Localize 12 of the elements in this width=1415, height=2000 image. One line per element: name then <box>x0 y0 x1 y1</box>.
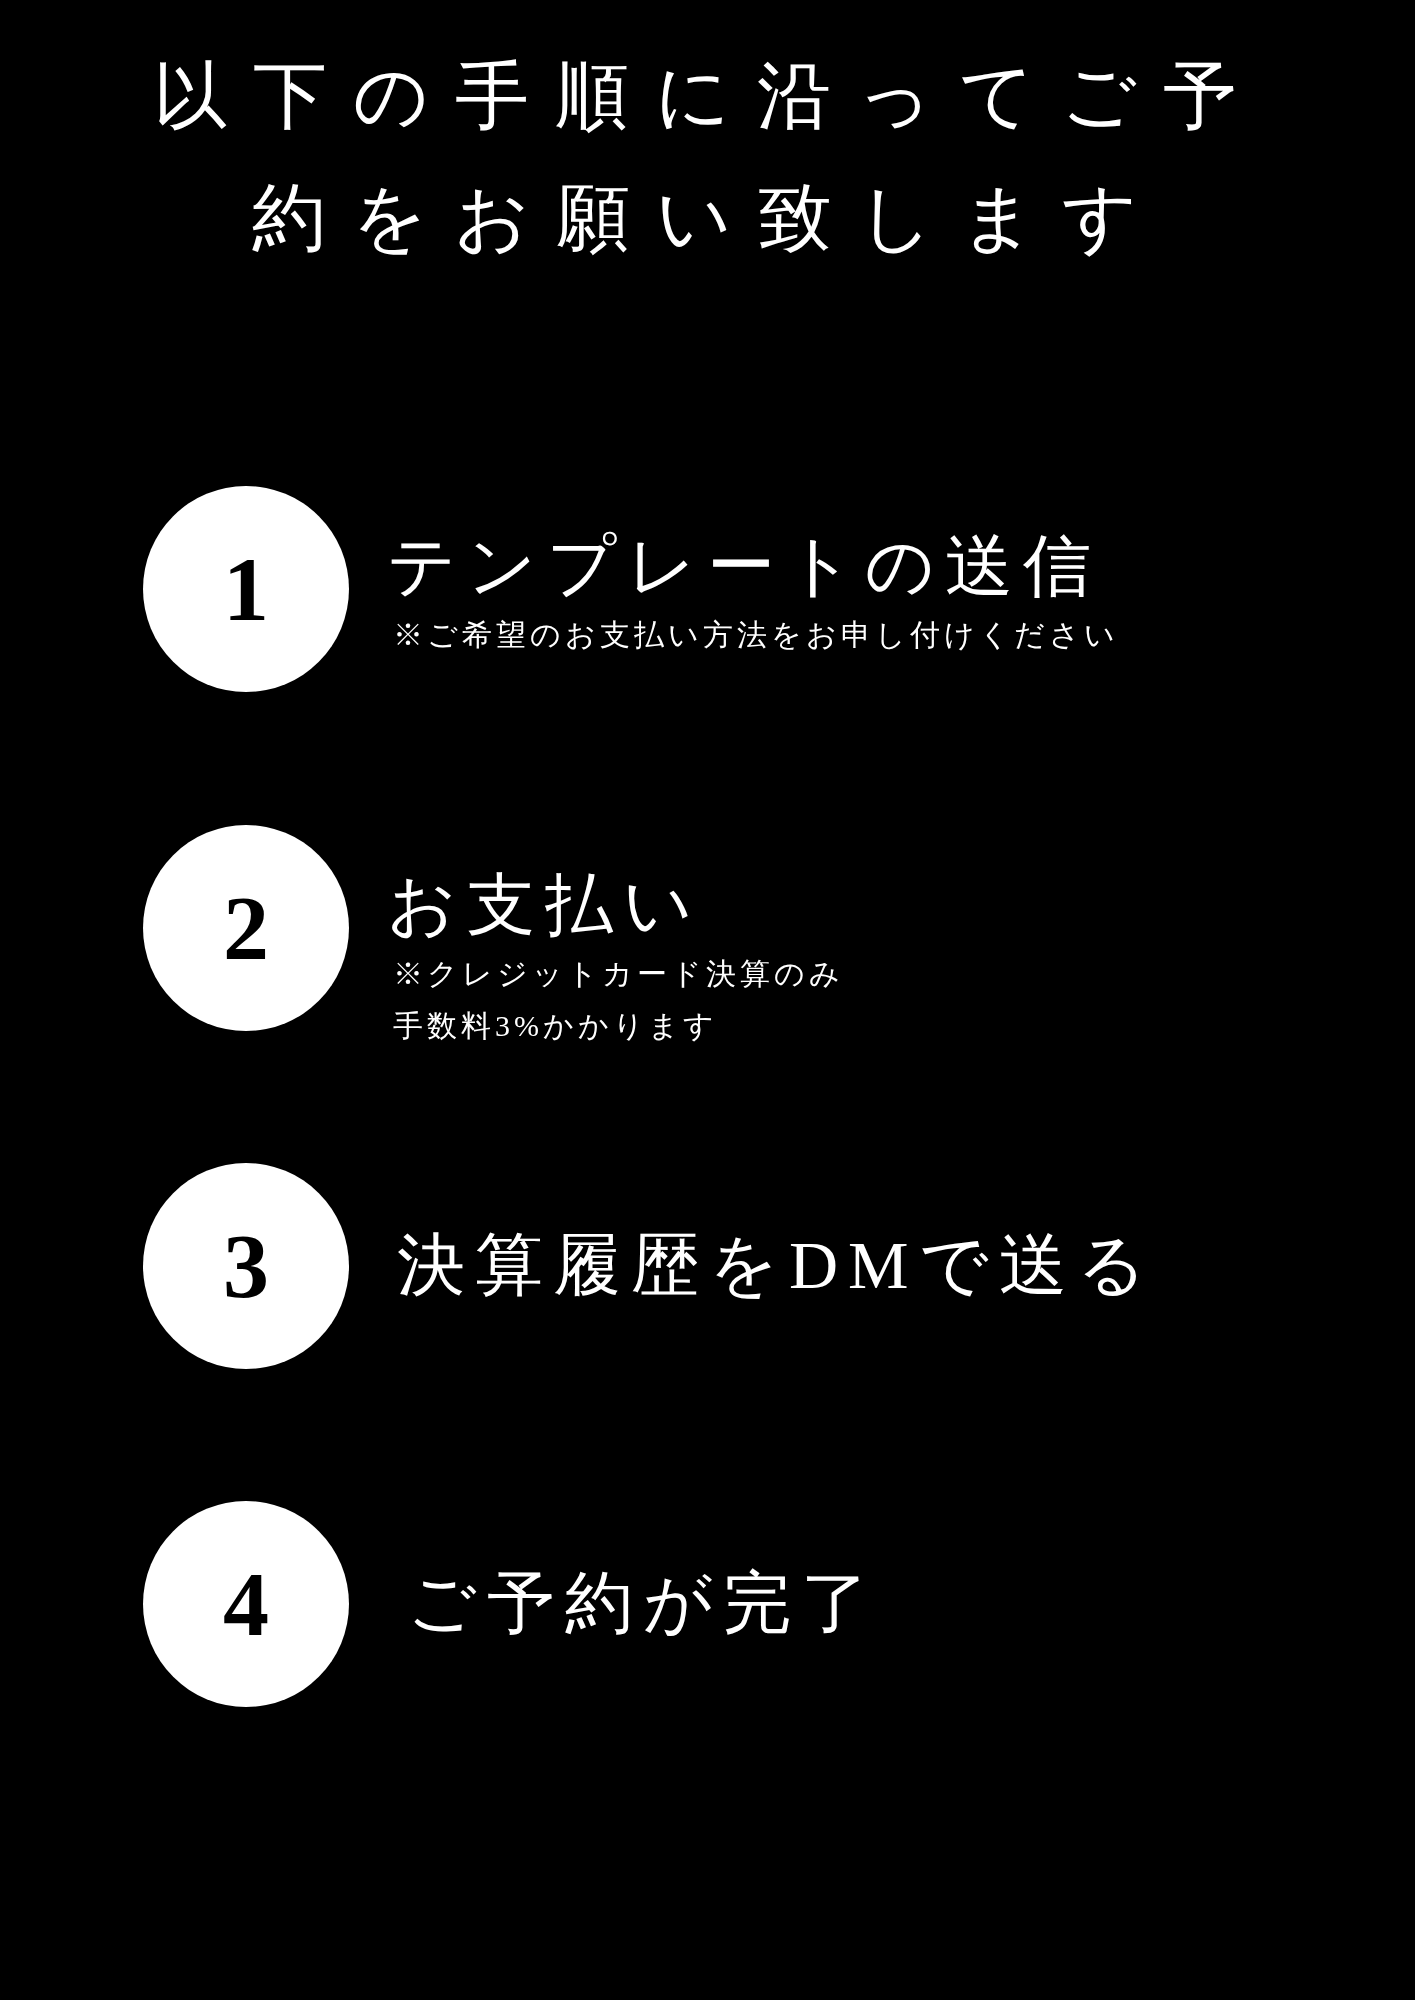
step-number: 2 <box>223 882 269 974</box>
step-heading: お支払い <box>387 868 703 943</box>
step-number: 4 <box>223 1558 269 1650</box>
step-note: ※クレジットカード決算のみ <box>393 956 844 992</box>
step-number: 3 <box>223 1220 269 1312</box>
step-note: ※ご希望のお支払い方法をお申し付けください <box>393 617 1119 653</box>
step-number: 1 <box>223 543 269 635</box>
step-heading: テンプレートの送信 <box>387 529 1101 604</box>
step-heading: ご予約が完了 <box>407 1566 879 1641</box>
step-heading: 決算履歴をDMで送る <box>397 1228 1157 1303</box>
page-title: 以下の手順に沿ってご予約をお願い致します <box>151 54 1264 261</box>
step-note: 手数料3%かかります <box>393 1008 718 1044</box>
